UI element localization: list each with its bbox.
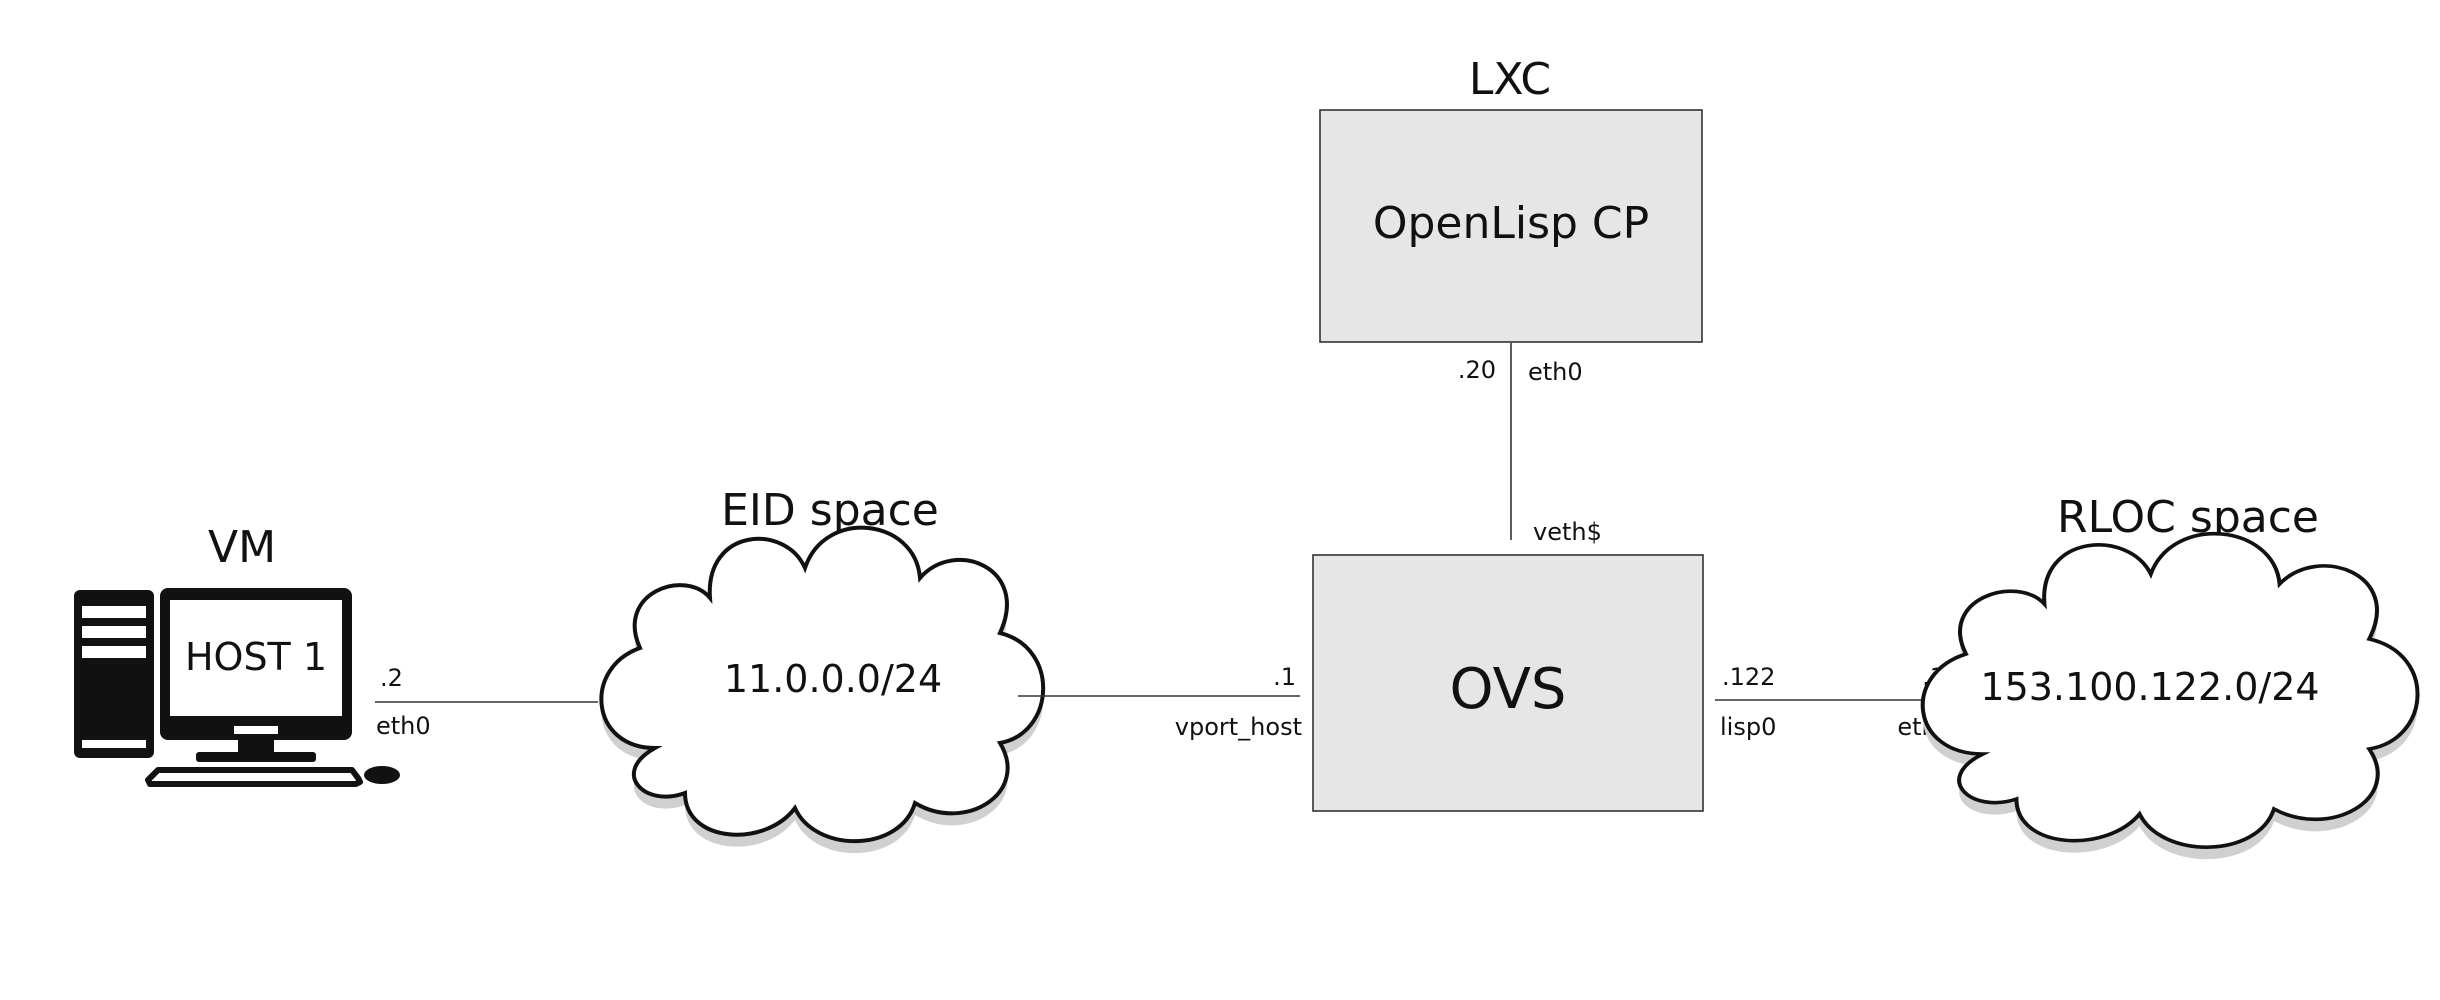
- ovs-veth-label: veth$: [1533, 518, 1602, 546]
- vm-title: VM: [208, 522, 276, 573]
- lxc-eth0-label: eth0: [1528, 358, 1583, 386]
- ovs-left-ip: .1: [1273, 663, 1296, 691]
- lxc-title: LXC: [1469, 54, 1551, 105]
- vm-node: VM HOST 1: [74, 522, 400, 787]
- openlisp-cp-box: [1319, 109, 1703, 343]
- eid-subnet-label: 11.0.0.0/24: [724, 657, 942, 701]
- ovs-node: OVS: [1312, 554, 1704, 812]
- ovs-right-ip: .122: [1722, 663, 1775, 691]
- lxc-eth0-ip: .20: [1458, 356, 1496, 384]
- ovs-lisp0-label: lisp0: [1720, 713, 1776, 741]
- computer-icon: [74, 588, 400, 787]
- rloc-space-title: RLOC space: [2057, 492, 2319, 543]
- ovs-box: [1312, 554, 1704, 812]
- rloc-space-cloud: RLOC space 153.100.122.0/24: [1923, 492, 2418, 860]
- eid-space-cloud: EID space 11.0.0.0/24: [599, 485, 1046, 854]
- host-label: HOST 1: [185, 635, 327, 679]
- openlisp-cp-label: OpenLisp CP: [1373, 198, 1649, 249]
- vm-eth0-label: eth0: [376, 712, 431, 740]
- ovs-label: OVS: [1450, 657, 1567, 722]
- vm-ip: .2: [380, 664, 403, 692]
- eid-space-title: EID space: [721, 485, 939, 536]
- lxc-node: LXC OpenLisp CP: [1319, 54, 1703, 343]
- ovs-vport-host-label: vport_host: [1175, 713, 1302, 741]
- rloc-subnet-label: 153.100.122.0/24: [1980, 665, 2319, 709]
